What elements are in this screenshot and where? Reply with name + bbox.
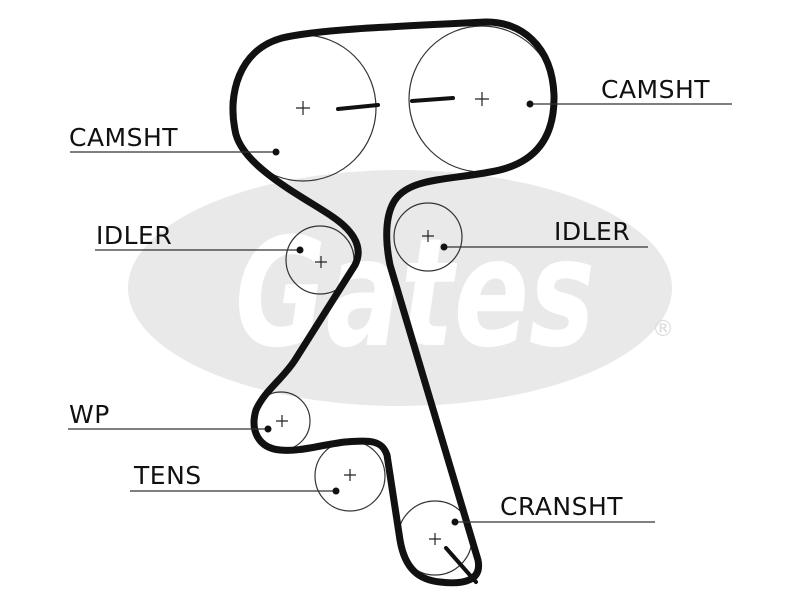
leader-dot-idler-left [296, 246, 304, 254]
center-mark-idler-left [315, 256, 327, 268]
center-mark-tensioner [344, 469, 356, 481]
center-mark-camshaft-right [475, 92, 489, 106]
watermark-registered-mark: ® [652, 317, 674, 342]
leader-dot-camshaft-left [272, 148, 280, 156]
label-idler-right: IDLER [554, 217, 630, 246]
leader-dot-camshaft-right [526, 100, 534, 108]
label-tensioner: TENS [133, 461, 202, 490]
leaders [68, 100, 732, 526]
leader-dot-crankshaft [451, 518, 459, 526]
leader-dot-water-pump [264, 425, 272, 433]
labels: CAMSHT CAMSHT IDLER IDLER WP TENS CRANSH… [69, 75, 710, 521]
center-mark-water-pump [276, 415, 288, 427]
idler-right-pulley [393, 202, 463, 272]
timing-mark-camshaft-right [410, 96, 455, 103]
leader-dot-idler-right [440, 243, 448, 251]
gates-watermark: Gates ® [128, 170, 674, 406]
label-camshaft-left: CAMSHT [69, 123, 178, 152]
leader-dot-tensioner [332, 487, 340, 495]
timing-mark-camshaft-left [336, 103, 380, 111]
label-camshaft-right: CAMSHT [601, 75, 710, 104]
label-idler-left: IDLER [96, 221, 172, 250]
timing-belt [229, 18, 558, 587]
center-mark-camshaft-left [296, 101, 310, 115]
center-mark-crankshaft [429, 533, 441, 545]
center-mark-idler-right [422, 230, 434, 242]
pulley-centers [276, 92, 489, 545]
label-crankshaft: CRANSHT [500, 492, 623, 521]
label-water-pump: WP [69, 400, 110, 429]
